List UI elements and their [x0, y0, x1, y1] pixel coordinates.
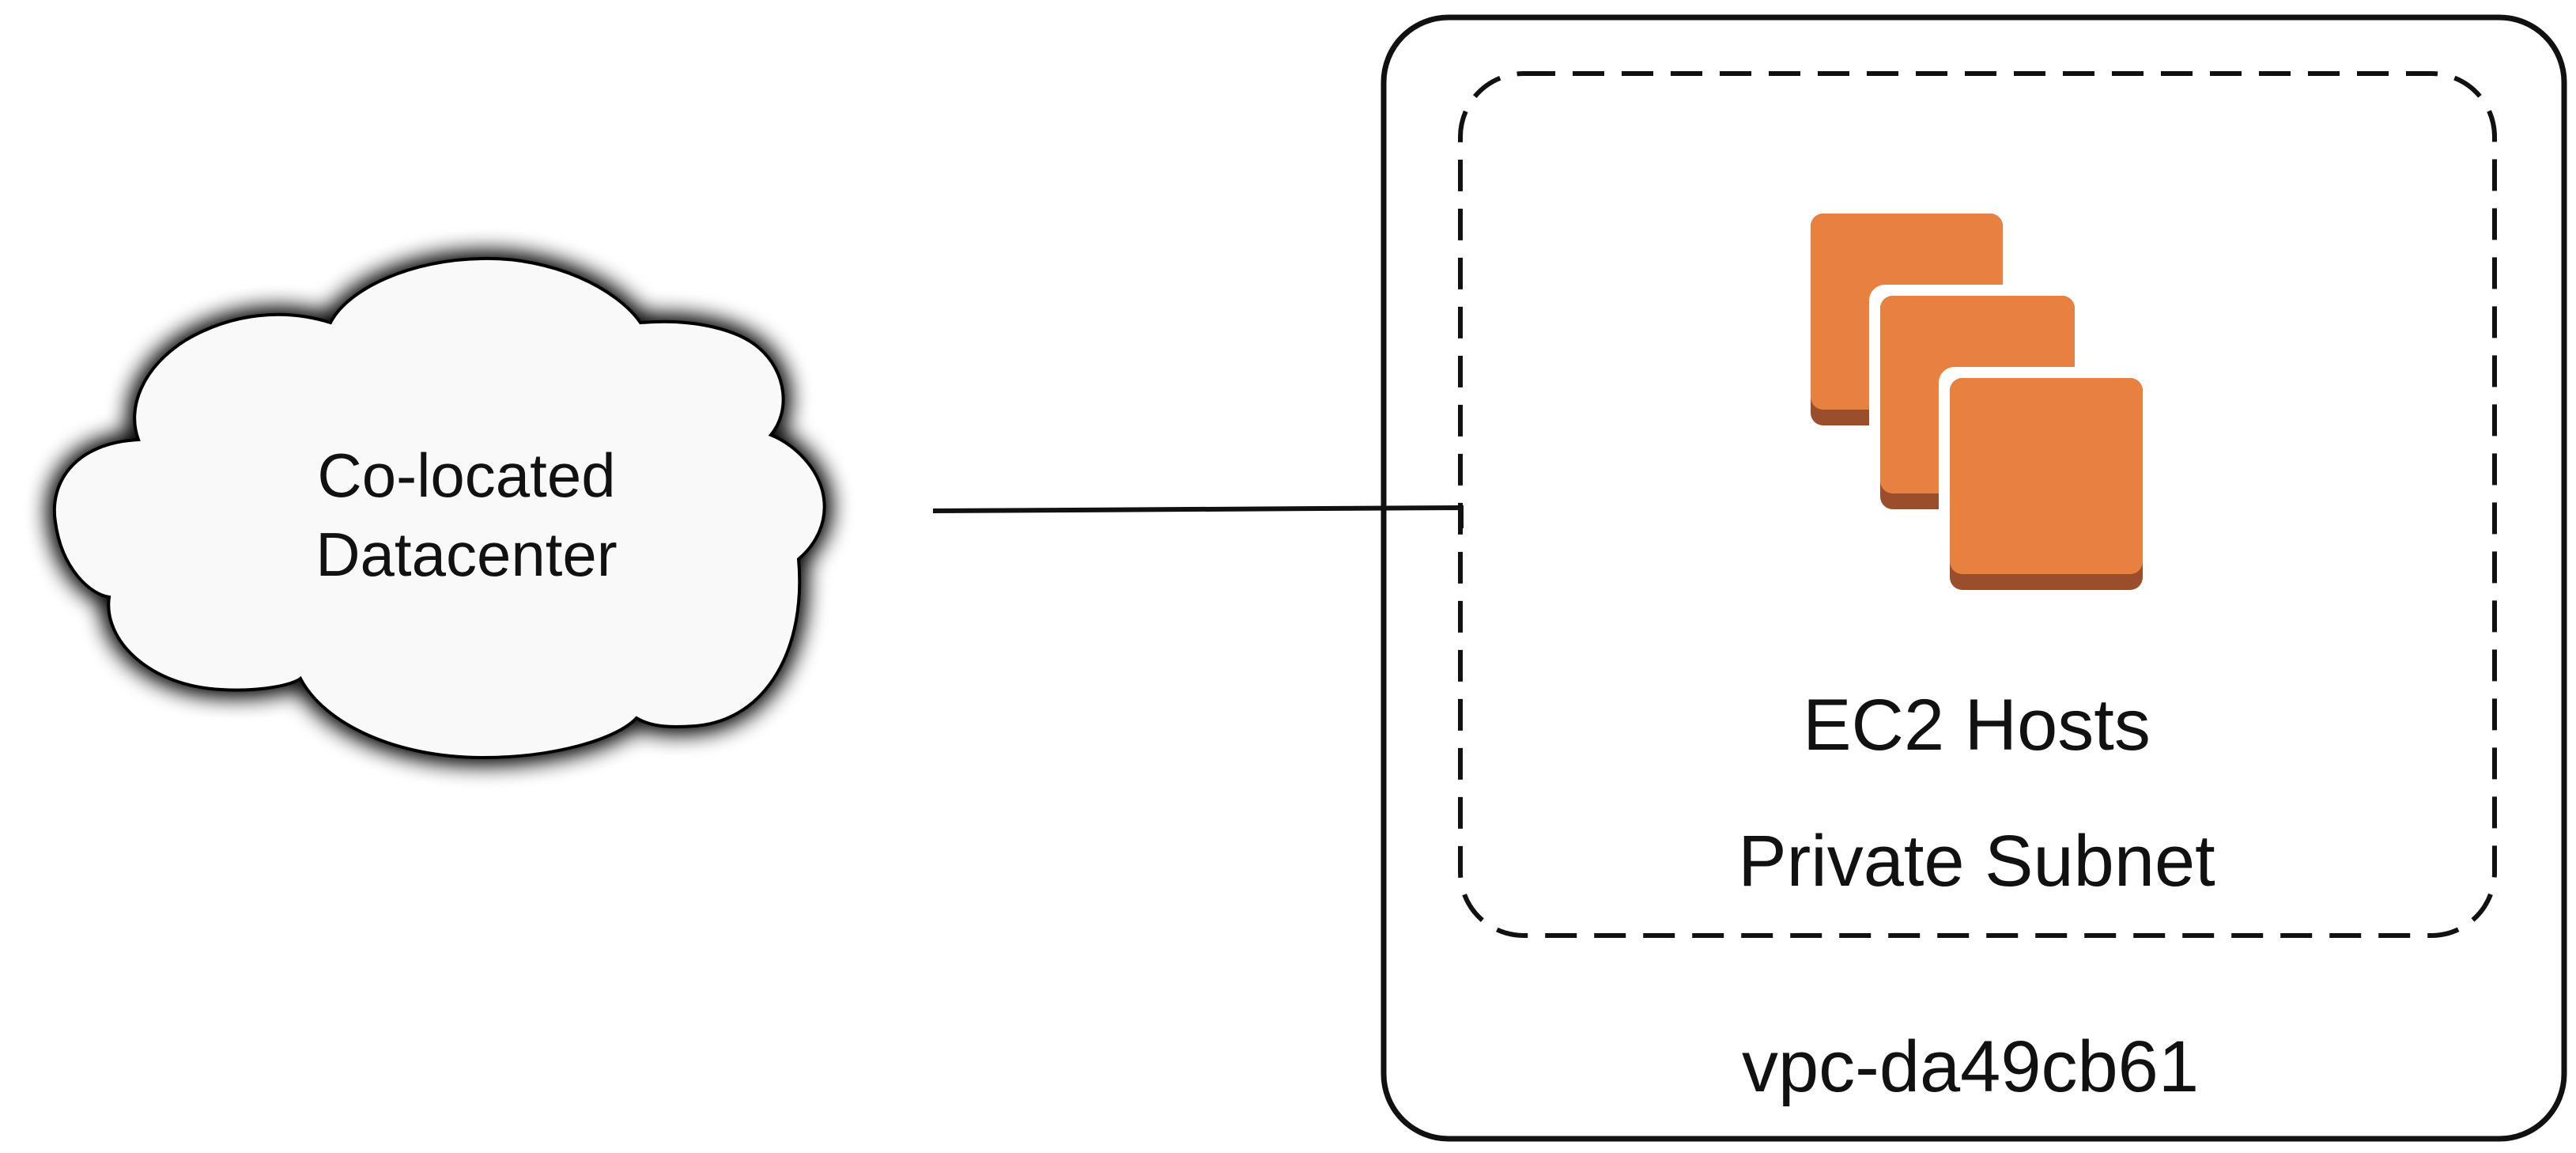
- cloud-label-line2: Datacenter: [315, 520, 618, 589]
- cloud-label-line1: Co-located: [317, 440, 615, 510]
- connection-line: [932, 505, 1464, 528]
- ec2-instances-icon: [1811, 214, 2154, 601]
- vpc-box: [1381, 14, 2567, 1142]
- vpc-label: vpc-da49cb61: [1742, 1026, 2199, 1107]
- ec2-instance-front: [1939, 367, 2154, 601]
- ec2-hosts-label: EC2 Hosts: [1803, 685, 2151, 766]
- private-subnet-box: [1458, 71, 2497, 938]
- datacenter-cloud: [52, 256, 826, 760]
- cloud-icon: [52, 256, 826, 760]
- private-subnet-label: Private Subnet: [1738, 821, 2215, 902]
